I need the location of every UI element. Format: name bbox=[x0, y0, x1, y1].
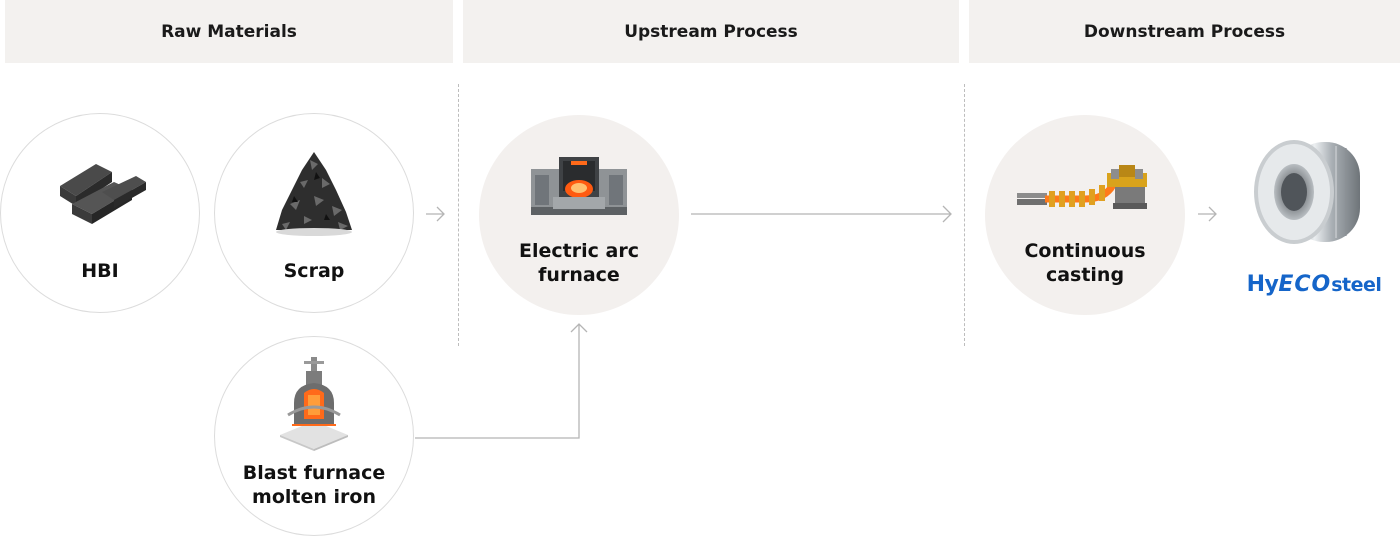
node-casting-label-line1: Continuous bbox=[1024, 240, 1146, 262]
node-casting-label: Continuous casting bbox=[985, 239, 1185, 287]
node-blast-furnace-label-line1: Blast furnace bbox=[242, 462, 386, 484]
hyecosteel-logo: HyECOsteel bbox=[1228, 272, 1400, 297]
node-hbi: HBI bbox=[0, 113, 200, 313]
node-blast-furnace: Blast furnace molten iron bbox=[214, 336, 414, 536]
node-eaf-label-line1: Electric arc bbox=[519, 240, 639, 262]
node-scrap: Scrap bbox=[214, 113, 414, 313]
node-electric-arc-furnace: Electric arc furnace bbox=[479, 115, 679, 315]
arrow-raw-to-eaf bbox=[426, 206, 445, 222]
column-divider-2 bbox=[964, 84, 965, 346]
node-eaf-label: Electric arc furnace bbox=[479, 239, 679, 287]
node-eaf-label-line2: furnace bbox=[538, 264, 620, 286]
header-downstream-process: Downstream Process bbox=[969, 0, 1400, 63]
column-divider-1 bbox=[458, 84, 459, 346]
arrow-blast-furnace-to-eaf bbox=[415, 323, 588, 439]
continuous-casting-icon bbox=[1017, 165, 1147, 209]
electric-arc-furnace-icon bbox=[531, 157, 627, 215]
node-casting-label-line2: casting bbox=[1045, 264, 1125, 286]
blast-furnace-icon bbox=[280, 357, 348, 451]
header-upstream-process: Upstream Process bbox=[463, 0, 959, 63]
brand-hy: Hy bbox=[1246, 272, 1279, 297]
node-hbi-label: HBI bbox=[81, 260, 119, 282]
hbi-briquettes-icon bbox=[60, 164, 146, 224]
brand-steel: steel bbox=[1331, 274, 1382, 296]
scrap-pile-icon bbox=[276, 152, 352, 236]
steel-coil-icon bbox=[1254, 140, 1360, 244]
node-blast-furnace-label: Blast furnace molten iron bbox=[215, 461, 413, 509]
arrow-eaf-to-casting bbox=[691, 205, 952, 223]
node-continuous-casting: Continuous casting bbox=[985, 115, 1185, 315]
arrow-casting-to-product bbox=[1198, 206, 1217, 222]
node-blast-furnace-label-line2: molten iron bbox=[252, 486, 376, 508]
header-raw-materials: Raw Materials bbox=[5, 0, 453, 63]
node-scrap-label: Scrap bbox=[283, 260, 345, 282]
brand-eco: ECO bbox=[1278, 272, 1332, 297]
